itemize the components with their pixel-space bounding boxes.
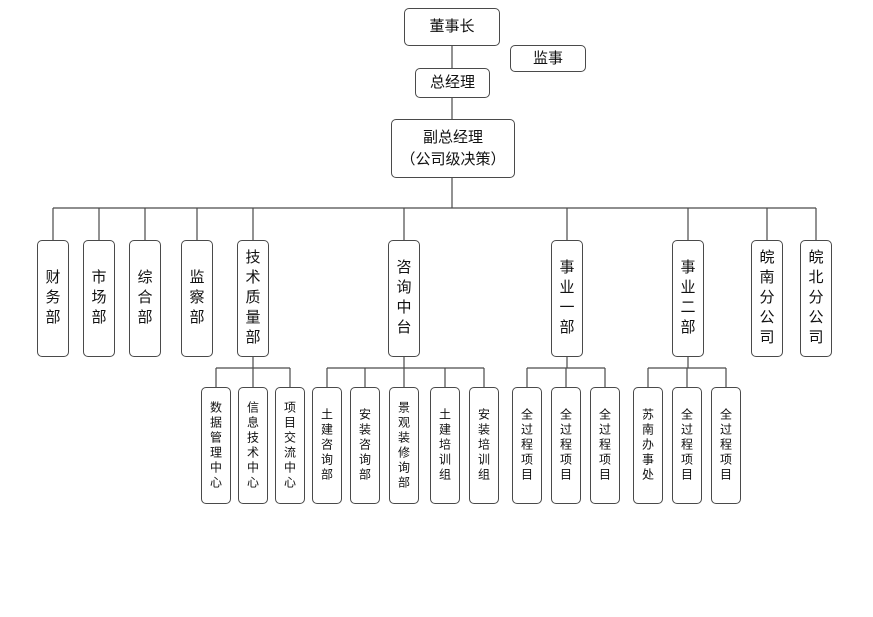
general-manager-box: 总经理	[415, 68, 490, 98]
sub-b1-project-1: 全过程项目	[512, 387, 542, 504]
dept-consulting-center: 咨询中台	[388, 240, 420, 357]
sub-b2-project-1: 全过程项目	[672, 387, 702, 504]
sub-b1-project-3: 全过程项目	[590, 387, 620, 504]
sub-landscape-decoration: 景观装修询部	[389, 387, 419, 504]
dept-finance: 财务部	[37, 240, 69, 357]
sub-civil-consulting: 土建咨询部	[312, 387, 342, 504]
dept-anhui-north: 皖北分公司	[800, 240, 832, 357]
sub-civil-training: 土建培训组	[430, 387, 460, 504]
sub-info-tech: 信息技术中心	[238, 387, 268, 504]
sub-data-management: 数据管理中心	[201, 387, 231, 504]
dept-business-1: 事业一部	[551, 240, 583, 357]
dept-general-affairs: 综合部	[129, 240, 161, 357]
supervisor-box: 监事	[510, 45, 586, 72]
sub-b1-project-2: 全过程项目	[551, 387, 581, 504]
dept-audit: 监察部	[181, 240, 213, 357]
sub-installation-training: 安装培训组	[469, 387, 499, 504]
deputy-gm-box: 副总经理 （公司级决策）	[391, 119, 515, 178]
chairman-box: 董事长	[404, 8, 500, 46]
dept-market: 市场部	[83, 240, 115, 357]
sub-installation-consulting: 安装咨询部	[350, 387, 380, 504]
dept-business-2: 事业二部	[672, 240, 704, 357]
dept-tech-quality: 技术质量部	[237, 240, 269, 357]
sub-sunan-office: 苏南办事处	[633, 387, 663, 504]
sub-b2-project-2: 全过程项目	[711, 387, 741, 504]
dept-anhui-south: 皖南分公司	[751, 240, 783, 357]
sub-project-exchange: 项目交流中心	[275, 387, 305, 504]
